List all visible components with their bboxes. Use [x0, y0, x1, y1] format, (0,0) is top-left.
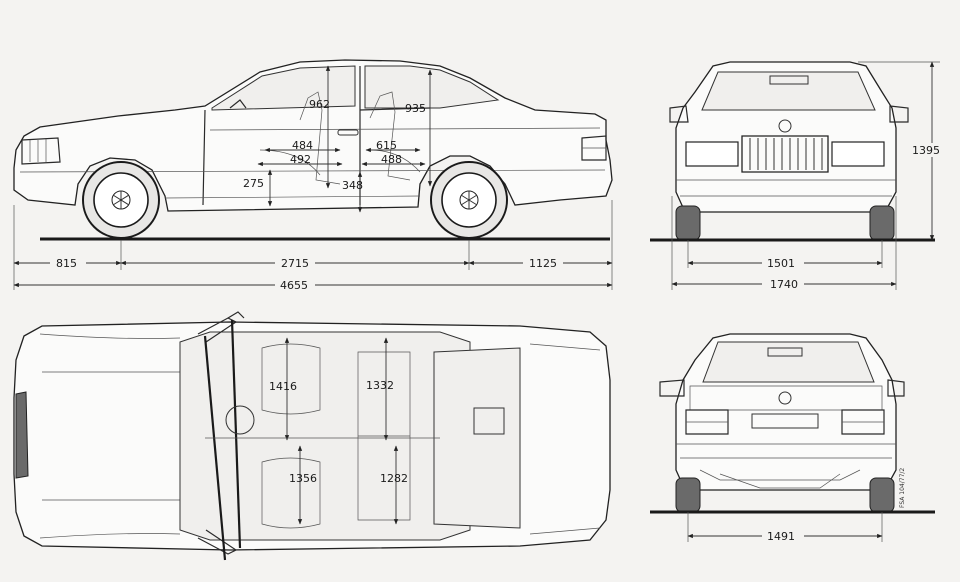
rear-view: [650, 333, 935, 542]
rear-shoulder-label: 1332: [366, 379, 394, 392]
front-knee-b-label: 492: [290, 153, 311, 166]
side-view: [13, 59, 613, 290]
front-hip-label: 1356: [289, 472, 317, 485]
front-seat-height-label: 275: [243, 177, 264, 190]
overall-width-label: 1740: [770, 278, 798, 291]
front-knee-a-label: 484: [292, 139, 313, 152]
rear-headroom-label: 935: [405, 102, 426, 115]
overall-length-label: 4655: [280, 279, 308, 292]
front-headroom-label: 962: [309, 98, 330, 111]
rear-knee-b-label: 488: [381, 153, 402, 166]
rear-seat-height-label: 348: [342, 179, 363, 192]
wheelbase-label: 2715: [281, 257, 309, 270]
rear-knee-a-label: 615: [376, 139, 397, 152]
front-track-label: 1501: [767, 257, 795, 270]
top-view: [13, 311, 611, 561]
rear-hip-label: 1282: [380, 472, 408, 485]
front-shoulder-label: 1416: [269, 380, 297, 393]
front-overhang-label: 815: [56, 257, 77, 270]
rear-overhang-label: 1125: [529, 257, 557, 270]
rear-track-label: 1491: [767, 530, 795, 543]
drawing-stamp: FSA 104/77/2: [899, 468, 906, 508]
overall-height-label: 1395: [912, 144, 940, 157]
front-view: [650, 61, 940, 290]
